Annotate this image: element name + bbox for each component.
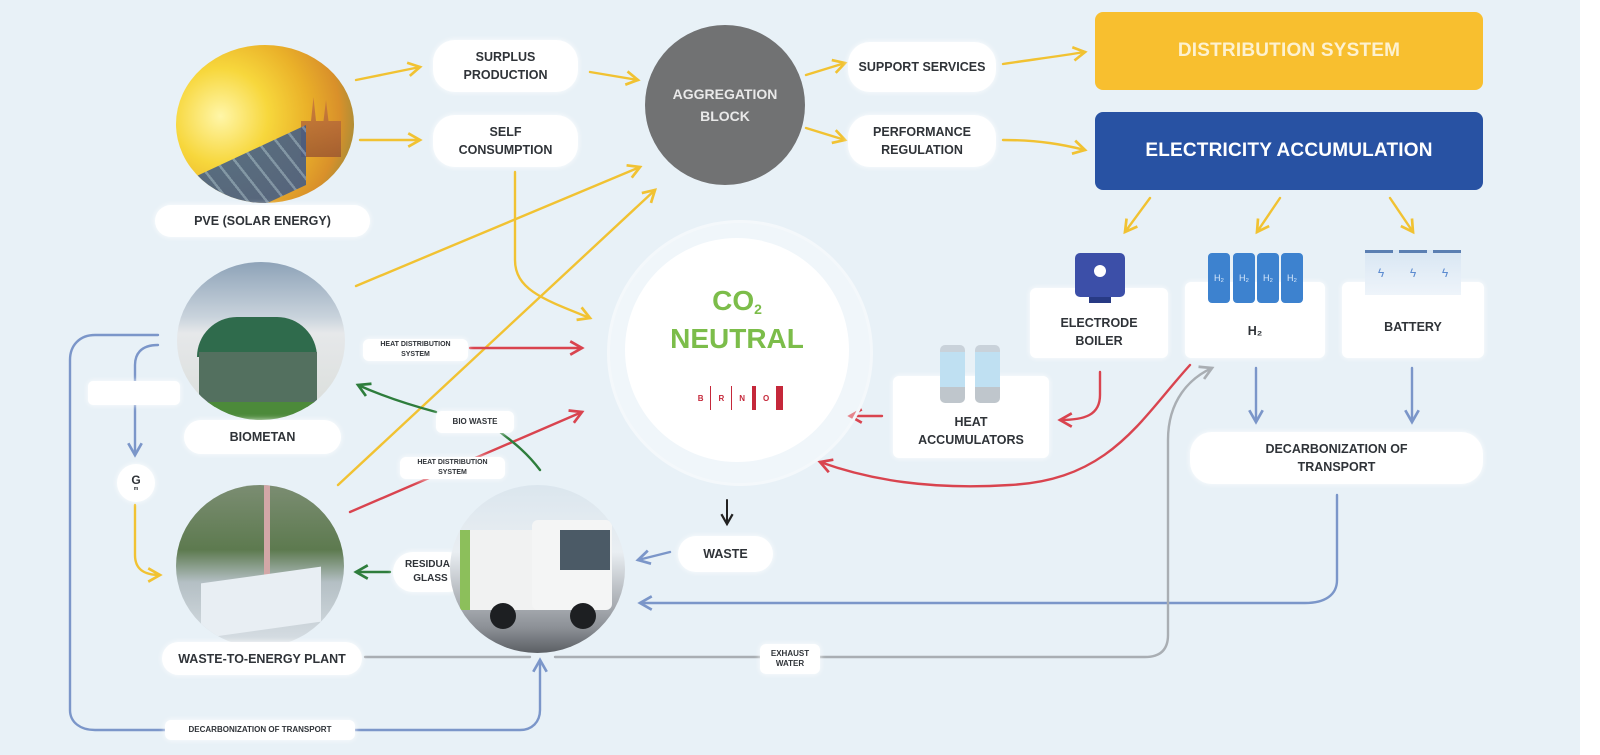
lightning-icon: ϟ: [1377, 265, 1385, 280]
blank-label: [88, 381, 180, 405]
heat-top-line1: HEAT DISTRIBUTION: [380, 341, 451, 348]
truck-wheel: [490, 603, 516, 629]
brno-logo: B R N O: [625, 386, 849, 410]
heat-accumulator-icon: [940, 345, 1000, 403]
plant-building: [201, 566, 321, 639]
chimney: [264, 485, 270, 575]
g-marker: G m: [117, 464, 155, 502]
boiler-gauge: [1094, 265, 1106, 277]
boiler-line1: ELECTRODE: [1060, 316, 1138, 330]
g-letter: G: [131, 473, 141, 487]
co2-subscript: 2: [754, 301, 762, 317]
lightning-icon: ϟ: [1409, 265, 1417, 280]
hydrogen-tanks-icon: H₂ H₂ H₂: [1233, 253, 1303, 303]
decarbonization-transport-node: DECARBONIZATION OF TRANSPORT: [1190, 432, 1483, 484]
glass-line1: RESIDUAL: [404, 559, 457, 570]
decarbonization-bottom-label: DECARBONIZATION OF TRANSPORT: [165, 720, 355, 740]
boiler-line2: BOILER: [1075, 334, 1123, 348]
tank: [940, 345, 965, 403]
g-subscript: m: [133, 486, 139, 492]
surplus-production-node: SURPLUS PRODUCTION: [433, 40, 578, 92]
aggregation-line1: AGGREGATION: [672, 86, 778, 102]
decarb-line2: TRANSPORT: [1297, 460, 1376, 474]
neutral-text: NEUTRAL: [670, 323, 804, 354]
heat-distribution-top-label: HEAT DISTRIBUTION SYSTEM: [363, 339, 468, 361]
brno-letter: R: [718, 393, 725, 403]
solar-photo: [176, 45, 354, 203]
biogas-photo: [177, 262, 345, 420]
distribution-system-box: DISTRIBUTION SYSTEM: [1095, 12, 1483, 90]
waste-node: WASTE: [678, 536, 773, 572]
heat-acc-line2: ACCUMULATORS: [918, 433, 1024, 447]
hydrogen-tanks-icon-left: H₂: [1208, 253, 1230, 303]
boiler-feet: [1089, 297, 1111, 303]
truck-wheel: [570, 603, 596, 629]
electricity-accumulation-box: ELECTRICITY ACCUMULATION: [1095, 112, 1483, 190]
support-services-node: SUPPORT SERVICES: [848, 42, 996, 92]
aggregation-line2: BLOCK: [700, 108, 750, 124]
heat-accumulators-node: HEAT ACCUMULATORS: [893, 376, 1049, 458]
glass-line2: GLASS: [413, 573, 448, 584]
heat-top-line2: SYSTEM: [401, 351, 430, 358]
solar-panels-shape: [186, 125, 306, 203]
brno-bar: [752, 386, 757, 410]
brno-bar: [710, 386, 712, 410]
battery-terminal-bar: [1365, 250, 1461, 253]
exhaust-line1: EXHAUST: [770, 649, 810, 658]
heat-bottom-line2: SYSTEM: [438, 469, 467, 476]
self-line2: CONSUMPTION: [458, 143, 553, 157]
brno-letter: B: [697, 393, 704, 403]
self-line1: SELF: [489, 125, 522, 139]
performance-regulation-node: PERFORMANCE REGULATION: [848, 115, 996, 167]
truck-body: [460, 530, 540, 610]
h2-tank: H₂: [1257, 253, 1279, 303]
surplus-line2: PRODUCTION: [463, 68, 548, 82]
heat-distribution-bottom-label: HEAT DISTRIBUTION SYSTEM: [400, 457, 505, 479]
digester-dome: [197, 317, 317, 357]
decarb-line1: DECARBONIZATION OF: [1265, 442, 1408, 456]
garbage-truck-photo: [450, 485, 625, 653]
brno-letter: O: [763, 393, 770, 403]
battery-icon: ϟ ϟ ϟ: [1365, 250, 1461, 295]
brno-bar: [731, 386, 733, 410]
solar-label: PVE (SOLAR ENERGY): [155, 205, 370, 237]
surplus-line1: SURPLUS: [475, 50, 536, 64]
waste-to-energy-label: WASTE-TO-ENERGY PLANT: [162, 642, 362, 675]
h2-tank: H₂: [1233, 253, 1255, 303]
performance-line2: REGULATION: [881, 143, 963, 157]
tank: [975, 345, 1000, 403]
lightning-icon: ϟ: [1441, 265, 1449, 280]
performance-line1: PERFORMANCE: [873, 125, 971, 139]
digester-tank: [199, 352, 317, 407]
boiler-icon: [1075, 253, 1125, 303]
exhaust-water-label: EXHAUST WATER: [760, 644, 820, 674]
heat-bottom-line1: HEAT DISTRIBUTION: [417, 459, 488, 466]
plant-photo: [176, 485, 344, 647]
truck-window: [560, 530, 610, 570]
co2-neutral-circle: CO2 NEUTRAL B R N O: [625, 238, 849, 462]
heat-acc-line1: HEAT: [954, 415, 988, 429]
aggregation-block: AGGREGATION BLOCK: [645, 25, 805, 185]
co2-neutral-title: CO2 NEUTRAL: [625, 286, 849, 354]
ground: [177, 402, 345, 420]
self-consumption-node: SELF CONSUMPTION: [433, 115, 578, 167]
exhaust-line2: WATER: [775, 659, 805, 668]
h2-tank: H₂: [1281, 253, 1303, 303]
bio-waste-label: BIO WASTE: [436, 411, 514, 433]
biometan-label: BIOMETAN: [184, 420, 341, 454]
brno-bar: [776, 386, 784, 410]
co2-text: CO: [712, 285, 755, 316]
brno-letter: N: [739, 393, 746, 403]
